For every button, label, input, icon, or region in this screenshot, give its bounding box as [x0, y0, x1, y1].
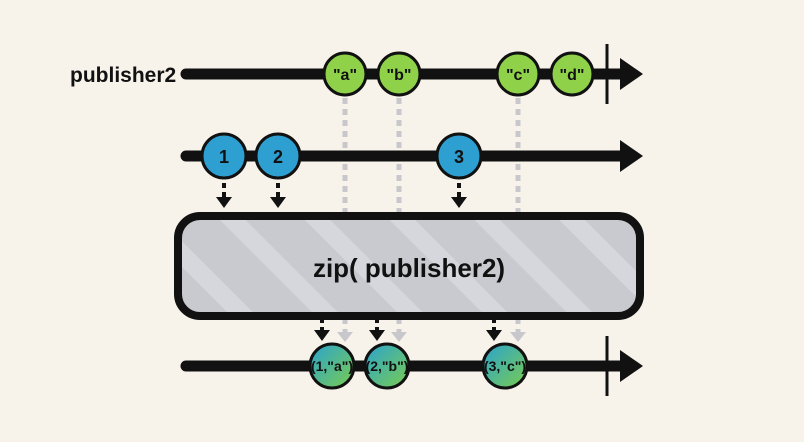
publisher1-arrowhead [620, 140, 643, 172]
output-arrowhead-1 [314, 330, 330, 341]
publisher1-events [200, 132, 483, 180]
input-arrowhead-3 [451, 197, 467, 208]
output-arrowhead [620, 350, 643, 382]
publisher2-event-d [549, 51, 595, 97]
output-event-3c [481, 342, 529, 390]
output-timeline [180, 336, 643, 396]
publisher2-event-c-label: "c" [506, 67, 530, 84]
publisher2-event-b [376, 51, 422, 97]
output-arrowhead-3 [486, 330, 502, 341]
publisher2-event-b-label: "b" [387, 67, 412, 84]
output-arrows [320, 318, 496, 330]
publisher2-event-c [495, 51, 541, 97]
publisher1-event-1 [200, 132, 248, 180]
publisher1-event-2-label: 2 [273, 147, 283, 167]
output-event-3c-label: (3,"c") [484, 358, 526, 374]
output-event-2b [363, 342, 411, 390]
publisher1-event-3-label: 3 [454, 147, 464, 167]
publisher2-events [322, 51, 595, 97]
publisher1-event-1-label: 1 [219, 147, 229, 167]
publisher2-event-a [322, 51, 368, 97]
input-arrowhead-2 [270, 197, 286, 208]
zip-operator-box: zip( publisher2) [174, 212, 644, 320]
output-event-1a [308, 342, 356, 390]
publisher2-label: publisher2 [70, 64, 176, 87]
publisher2-event-d-label: "d" [560, 67, 585, 84]
zip-operator-label: zip( publisher2) [313, 253, 505, 283]
output-event-2b-label: (2,"b") [366, 358, 409, 374]
output-event-1a-label: (1,"a") [311, 358, 353, 374]
output-events [308, 342, 529, 390]
guide-arrow-a [337, 332, 353, 342]
publisher1-event-2 [254, 132, 302, 180]
output-arrowhead-2 [369, 330, 385, 341]
publisher1-input-arrows [222, 183, 461, 197]
publisher2-guide-arrowheads [337, 332, 526, 342]
guide-arrow-c [510, 332, 526, 342]
publisher2-arrowhead [620, 58, 643, 90]
publisher1-event-3 [435, 132, 483, 180]
input-arrowhead-1 [216, 197, 232, 208]
guide-arrow-b [391, 332, 407, 342]
publisher2-event-a-label: "a" [333, 67, 357, 84]
